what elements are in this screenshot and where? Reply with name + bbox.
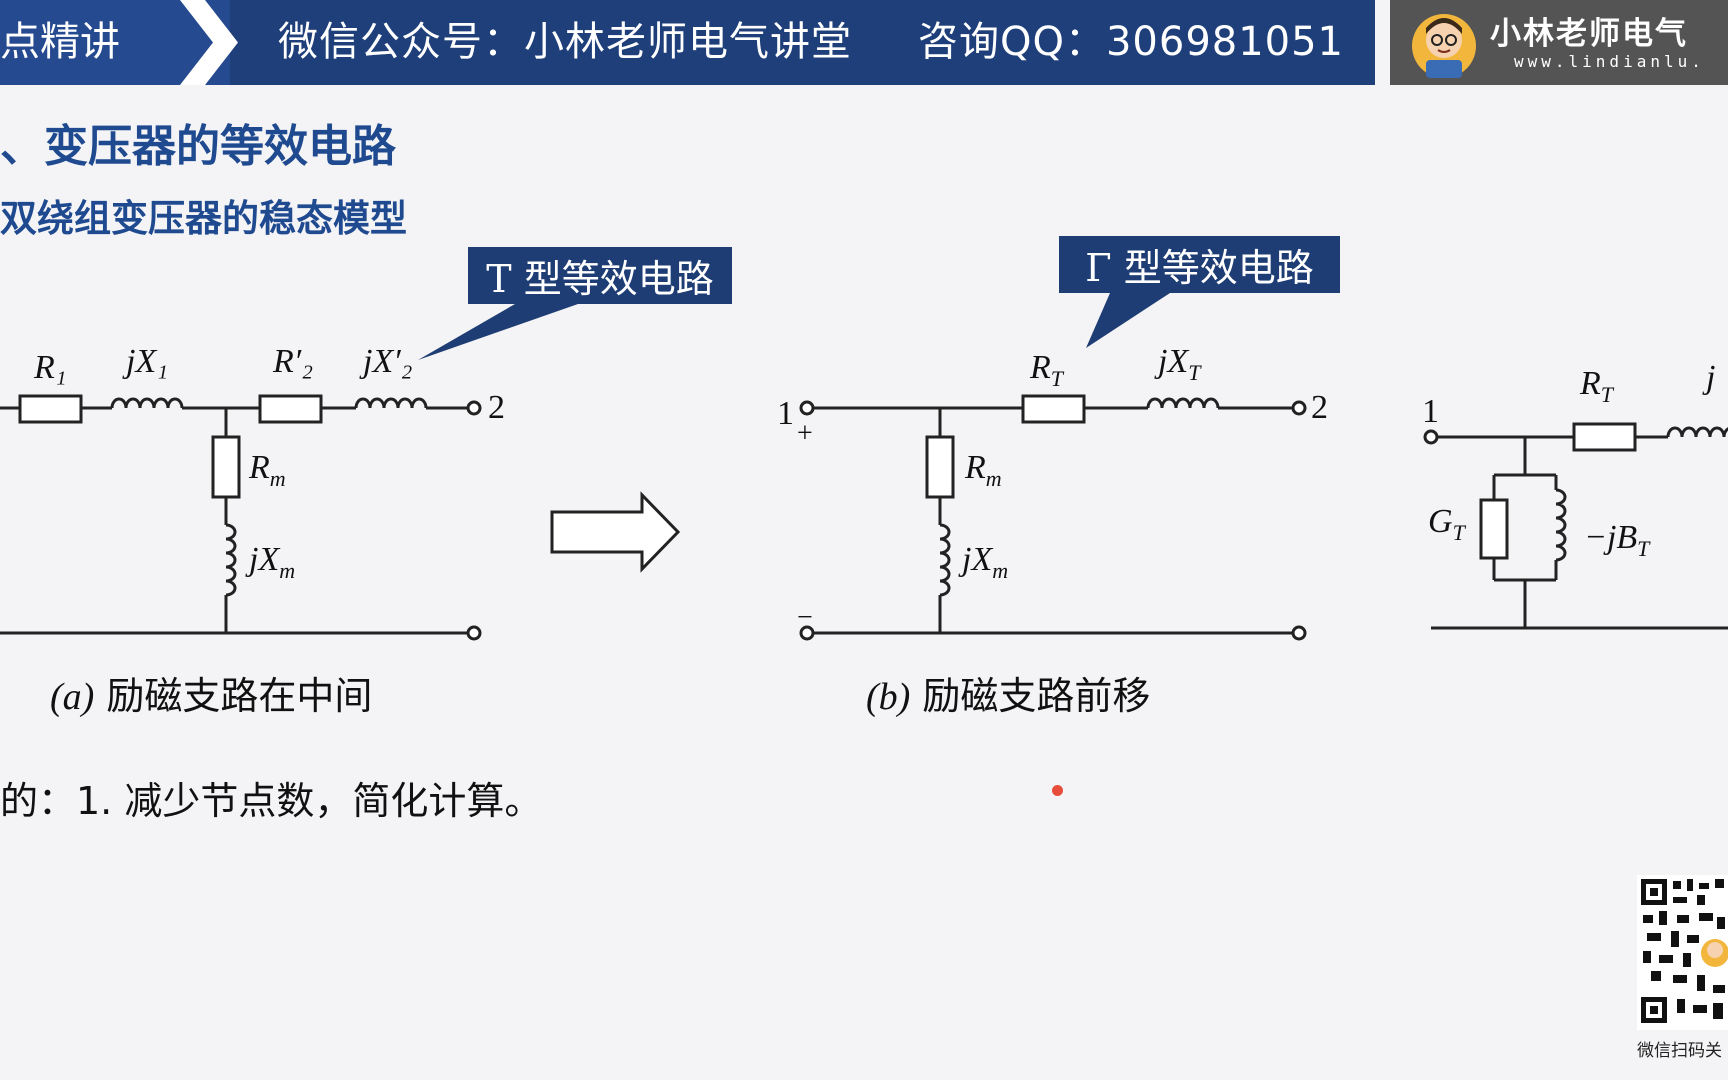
logo-url-text: www.lindianlu.: [1514, 52, 1705, 71]
label-jxm-b: jXm: [958, 541, 1008, 583]
label-gt: GT: [1428, 503, 1467, 545]
banner-section-title: 点精讲: [0, 19, 120, 65]
circuit-b-labels: 1 + − RT jXT Rm jXm 2: [777, 343, 1328, 633]
label-r1: R₁: [33, 349, 67, 386]
label-minus: −: [797, 602, 813, 633]
circuit-a: [0, 394, 482, 641]
top-banner: 点精讲 微信公众号：小林老师电气讲堂 咨询QQ：306981051: [0, 0, 1375, 85]
subsection-heading: 双绕组变压器的稳态模型: [0, 197, 407, 240]
caption-circuit-b: (b) 励磁支路前移: [866, 665, 1150, 720]
callout-gamma-type-circuit: Γ 型等效电路: [1059, 236, 1340, 293]
caption-a-text: 励磁支路在中间: [94, 674, 373, 718]
channel-logo: 小林老师电气 www.lindianlu.: [1390, 0, 1728, 85]
banner-wechat-account: 微信公众号：小林老师电气讲堂: [278, 19, 852, 65]
label-rt-c: RT: [1579, 365, 1615, 407]
callout-t-type-circuit: T 型等效电路: [468, 247, 732, 304]
label-rm-b: Rm: [964, 449, 1002, 491]
banner-qq-contact: 咨询QQ：306981051: [918, 19, 1345, 65]
pointer-dot: [1052, 785, 1063, 796]
label-port-2-b: 2: [1311, 389, 1328, 426]
chevron-right-icon: [180, 0, 238, 85]
qr-code-label: 微信扫码关: [1637, 1041, 1722, 1061]
circuit-a-labels: R₁ jX₁ R′₂ jX′₂ Rm jXm 2: [33, 343, 505, 583]
label-rt-b: RT: [1029, 349, 1065, 391]
caption-circuit-a: (a) 励磁支路在中间: [50, 665, 372, 720]
qr-code-icon: [1637, 875, 1728, 1030]
label-port-2-a: 2: [488, 389, 505, 426]
callout-t-pointer: [418, 304, 578, 360]
caption-b-label: (b): [866, 676, 911, 718]
callout-gamma-pointer: [1086, 293, 1170, 348]
label-r2-prime: R′₂: [272, 343, 313, 380]
purpose-note: 的：1. 减少节点数，简化计算。: [0, 779, 543, 823]
circuit-b: [799, 394, 1307, 641]
caption-b-text: 励磁支路前移: [910, 674, 1151, 718]
label-port-1-b: 1: [777, 395, 794, 432]
teacher-avatar-icon: [1412, 14, 1476, 78]
label-bt: −jBT: [1584, 519, 1651, 561]
caption-a-label: (a): [50, 676, 95, 718]
section-heading: 、变压器的等效电路: [0, 121, 396, 172]
label-jx2-prime: jX′₂: [359, 343, 412, 380]
circuit-c-labels: 1 RT j GT −jBT: [1422, 359, 1715, 561]
transform-arrow-icon: [550, 491, 681, 573]
label-jxt-b: jXT: [1154, 343, 1202, 385]
label-jx-partial-c: j: [1702, 359, 1715, 396]
label-plus: +: [797, 418, 813, 449]
label-jx1: jX₁: [122, 343, 168, 380]
label-port-1-c: 1: [1422, 393, 1439, 430]
label-jxm: jXm: [245, 541, 295, 583]
label-rm: Rm: [248, 449, 286, 491]
circuit-c: [1423, 422, 1728, 630]
logo-brand-text: 小林老师电气: [1490, 16, 1688, 52]
